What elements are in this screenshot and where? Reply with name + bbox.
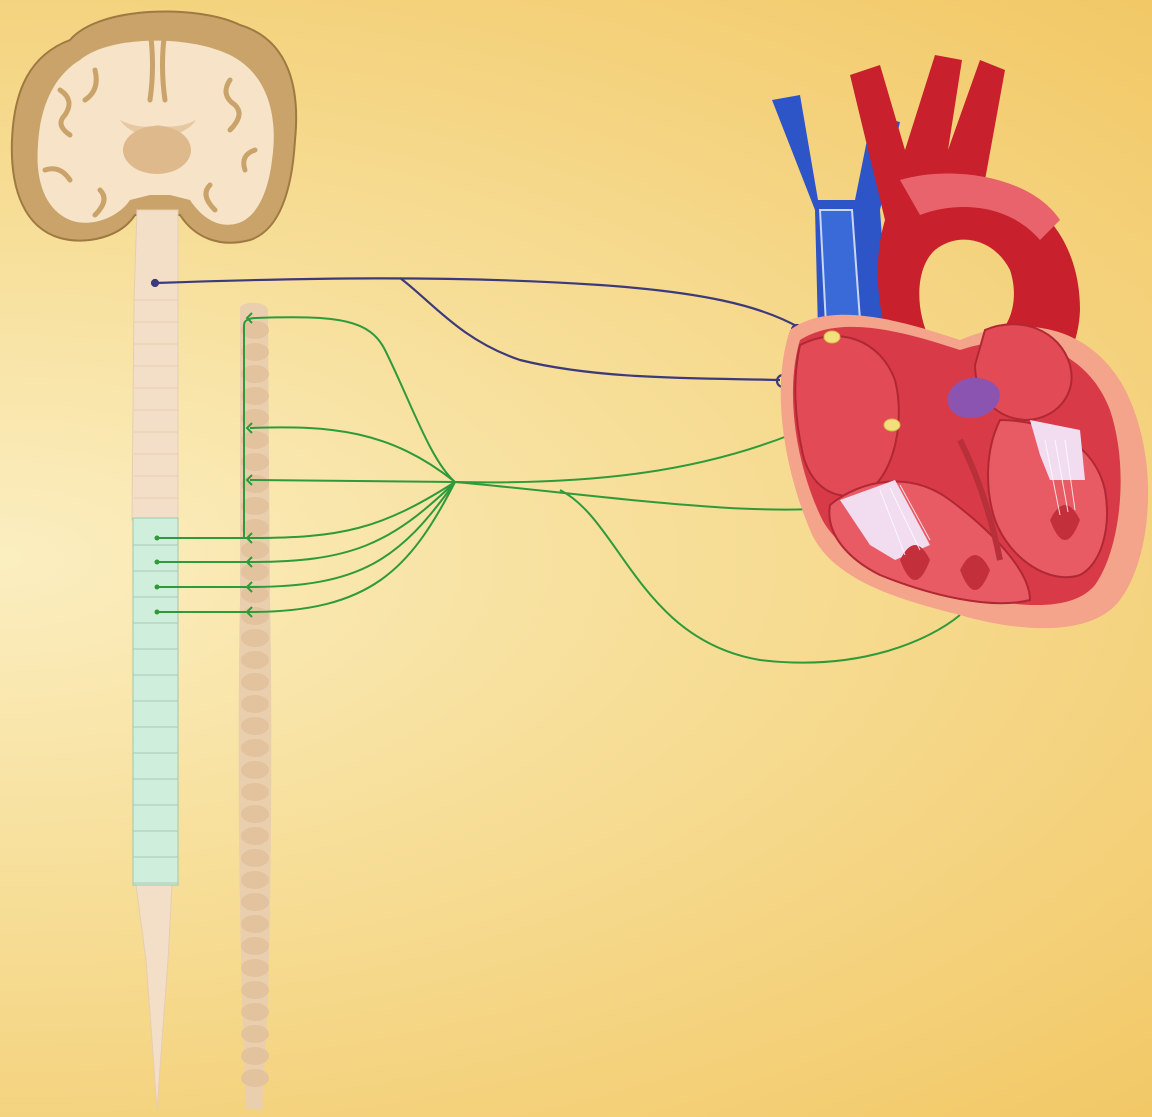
chain-ganglion <box>241 915 269 933</box>
spinal-cord-lower <box>136 885 172 1110</box>
chain-ganglion <box>241 849 269 867</box>
chain-ganglia <box>241 321 269 1087</box>
chain-ganglion <box>241 365 269 383</box>
chain-ganglion <box>241 739 269 757</box>
chain-ganglion <box>241 871 269 889</box>
brain-coronal-section-icon <box>12 11 296 242</box>
chain-ganglion <box>241 1047 269 1065</box>
chain-ganglion <box>241 409 269 427</box>
chain-ganglion <box>241 431 269 449</box>
chain-ganglion <box>241 783 269 801</box>
chain-ganglion <box>241 475 269 493</box>
chain-ganglion <box>241 1025 269 1043</box>
chain-ganglion <box>241 893 269 911</box>
chain-ganglion <box>241 541 269 559</box>
sinoatrial-node <box>824 331 840 343</box>
postganglionic-fibers <box>250 317 455 612</box>
brain-thalamus <box>123 126 191 174</box>
vagus-lower-branch <box>400 278 780 380</box>
chain-ganglion <box>241 959 269 977</box>
brainstem <box>132 210 178 520</box>
atrioventricular-node <box>884 419 900 431</box>
chain-ganglion <box>241 1069 269 1087</box>
chain-ganglion <box>241 827 269 845</box>
chain-ganglion <box>241 321 269 339</box>
heart-cross-section-icon <box>772 55 1148 628</box>
chain-ganglion <box>241 607 269 625</box>
chain-ganglion <box>241 629 269 647</box>
spinal-cord-icon <box>132 210 178 1110</box>
chain-ganglion <box>241 497 269 515</box>
chain-ganglion <box>241 343 269 361</box>
chain-ganglion <box>241 937 269 955</box>
chain-ganglion <box>241 519 269 537</box>
vena-cava-highlight <box>820 210 860 325</box>
chain-ganglion <box>241 563 269 581</box>
chain-ganglion <box>241 695 269 713</box>
right-atrium <box>795 336 899 496</box>
chain-ganglion <box>241 1003 269 1021</box>
chain-ganglion <box>241 717 269 735</box>
chain-ganglion <box>241 761 269 779</box>
chain-ganglion <box>241 651 269 669</box>
chain-ganglion <box>241 453 269 471</box>
chain-ganglion <box>241 387 269 405</box>
chain-ganglion <box>241 673 269 691</box>
chain-ganglion <box>241 805 269 823</box>
chain-ganglion <box>241 981 269 999</box>
